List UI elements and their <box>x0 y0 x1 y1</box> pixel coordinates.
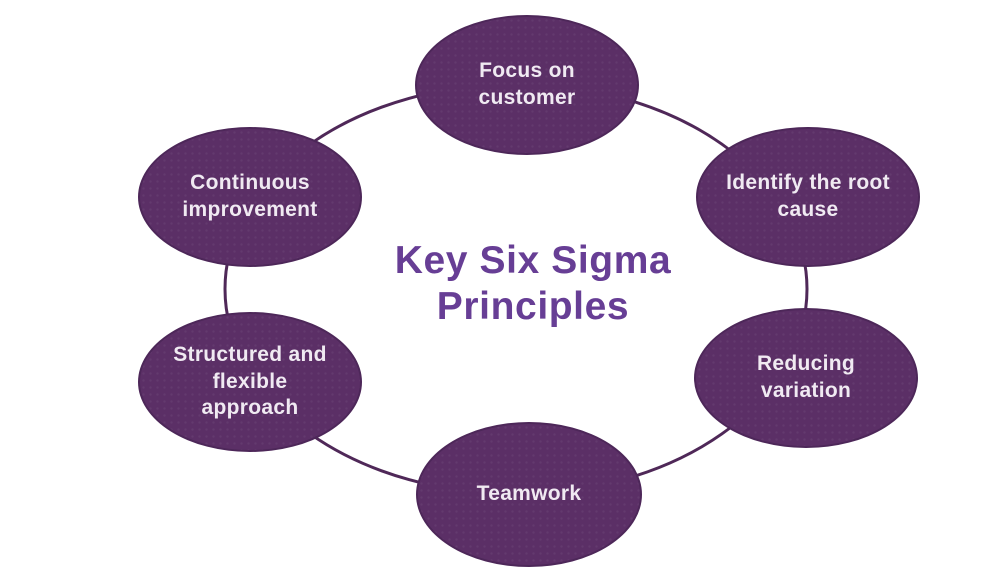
node-label: Structured and flexible approach <box>173 342 327 420</box>
node-label: Teamwork <box>476 482 582 506</box>
node-label: Focus on customer <box>478 59 576 109</box>
diagram-title: Key Six Sigma Principles <box>394 239 672 329</box>
node-label: Reducing variation <box>756 352 856 402</box>
node-structured-flexible-approach: Structured and flexible approach <box>138 312 362 452</box>
node-label: Continuous improvement <box>182 171 318 221</box>
node-focus-on-customer: Focus on customer <box>415 15 639 155</box>
node-label: Identify the root cause <box>726 171 890 221</box>
node-reducing-variation: Reducing variation <box>694 308 918 448</box>
node-teamwork: Teamwork <box>416 422 642 567</box>
node-continuous-improvement: Continuous improvement <box>138 127 362 267</box>
node-identify-the-root-cause: Identify the root cause <box>696 127 920 267</box>
